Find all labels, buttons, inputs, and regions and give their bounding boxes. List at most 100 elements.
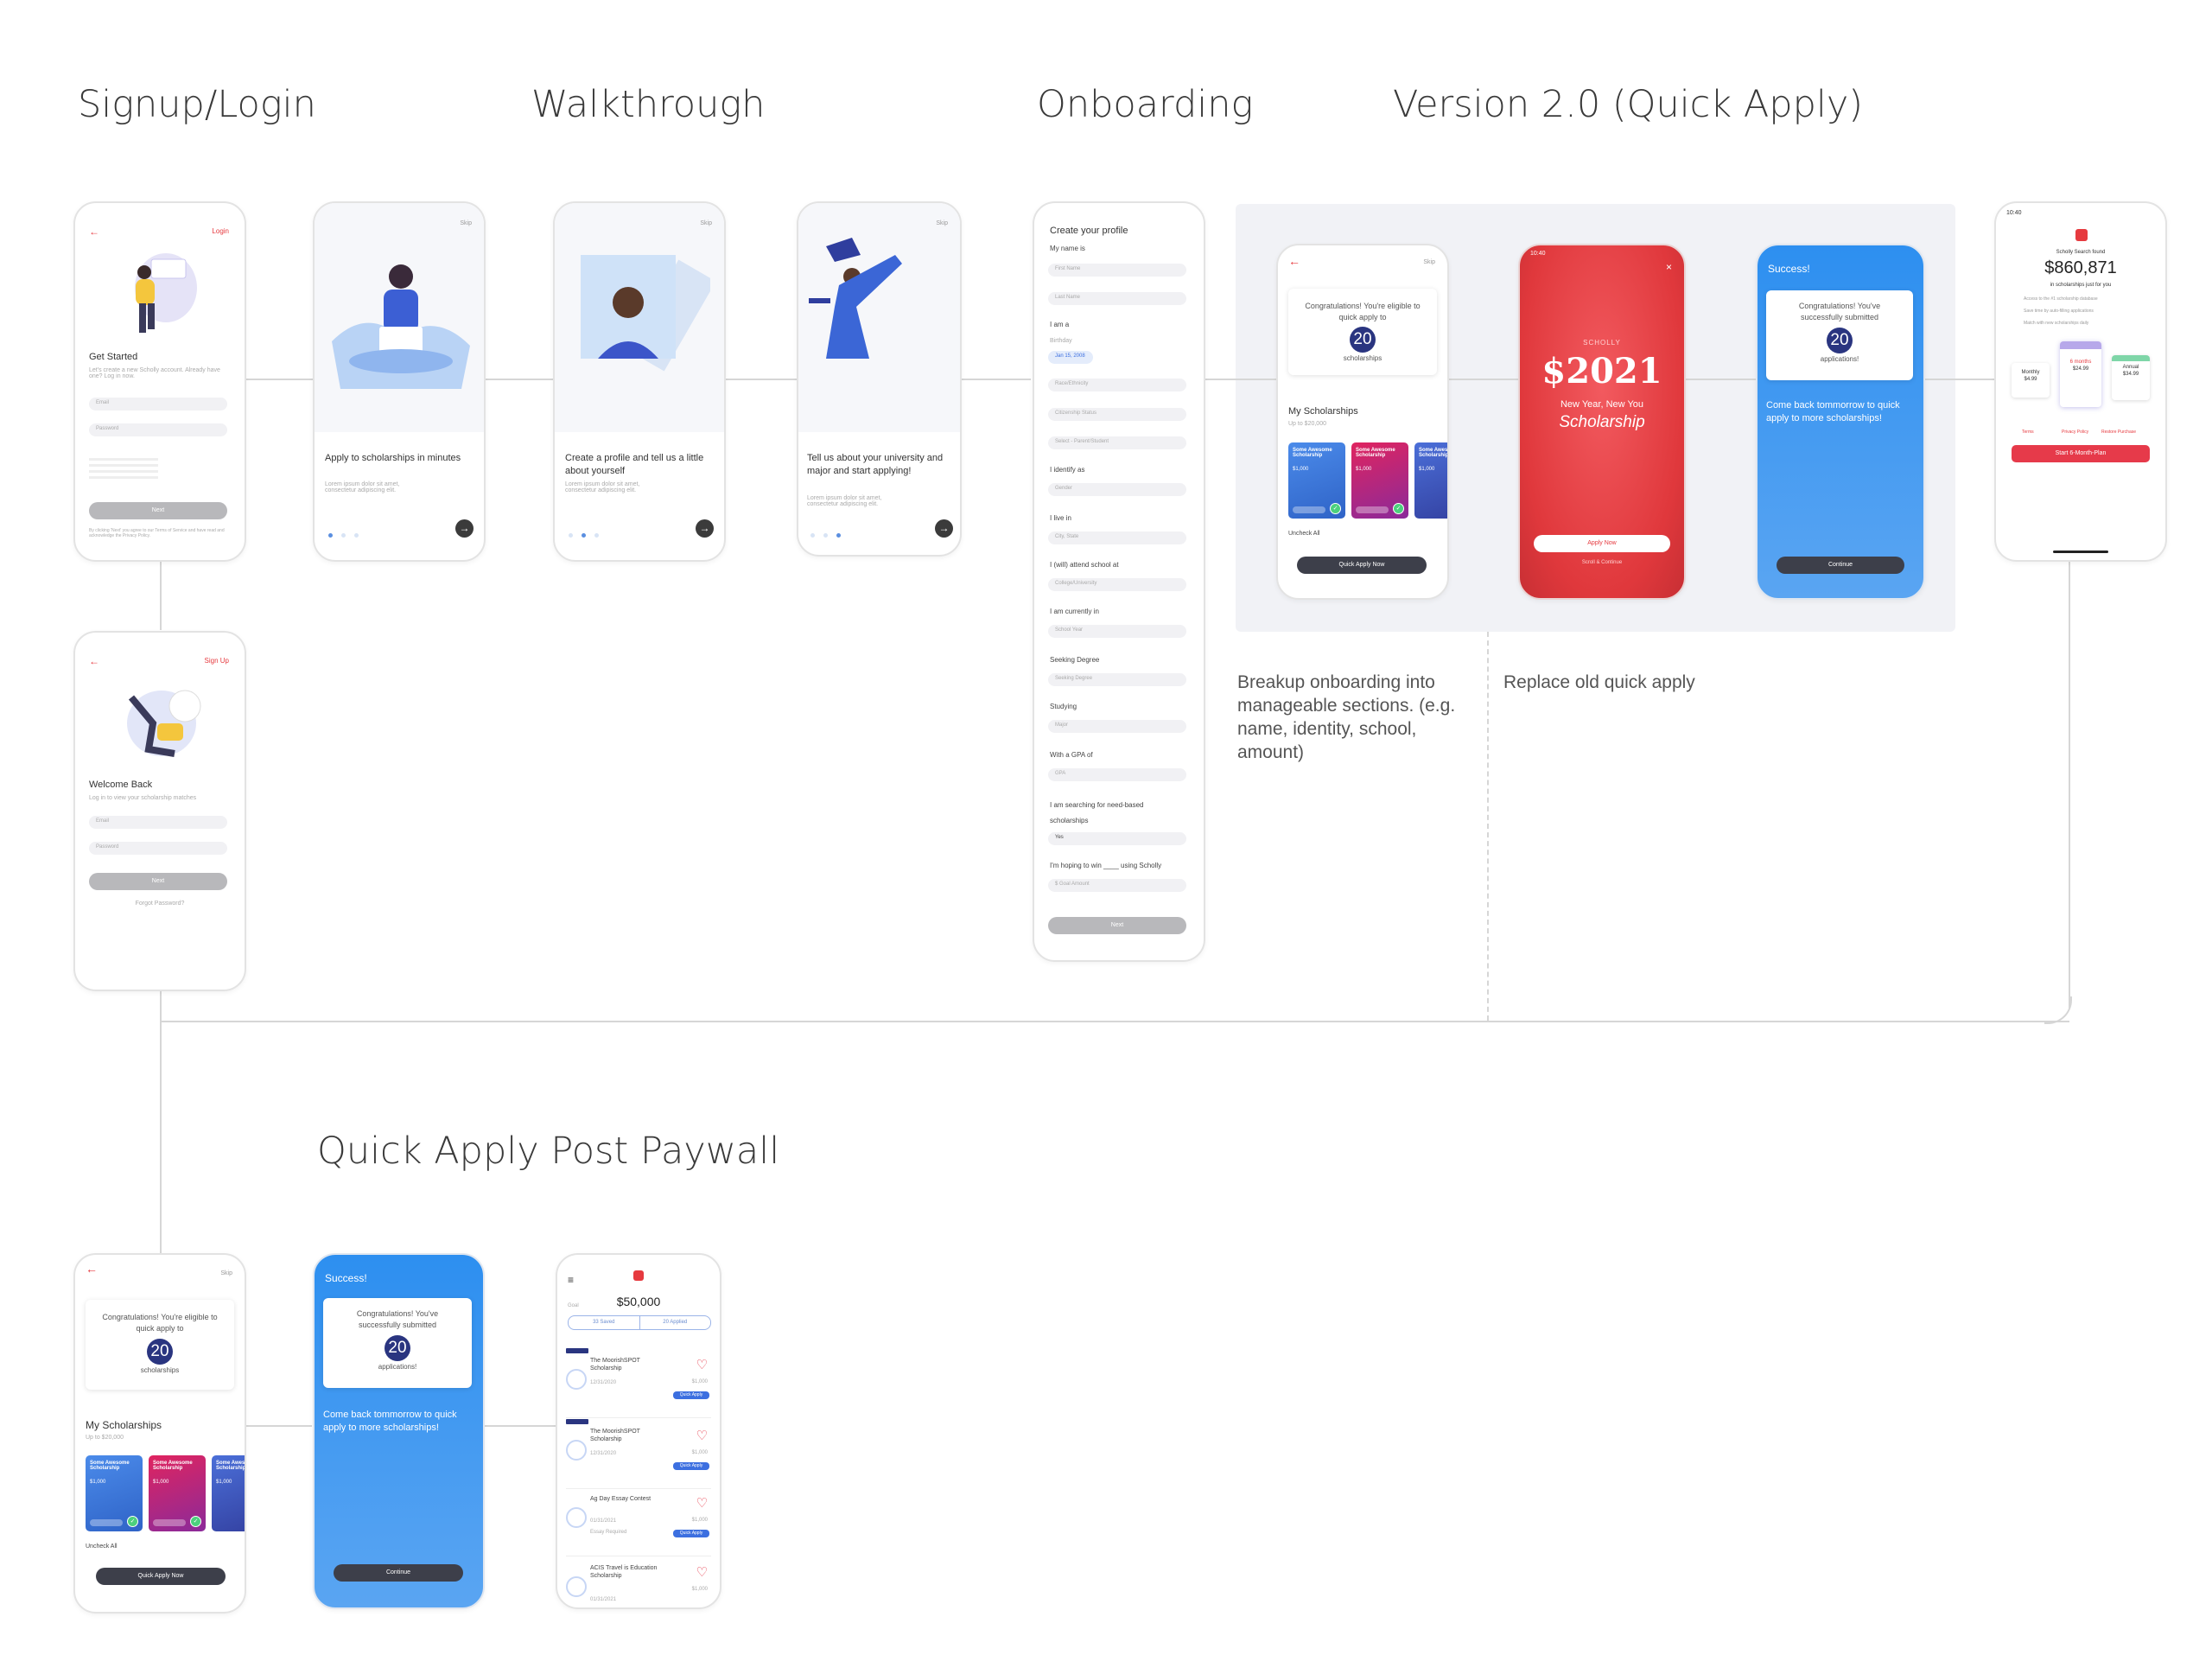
plan-monthly[interactable]: Monthly $4.99 <box>2012 363 2050 398</box>
skip-link[interactable]: Skip <box>220 1270 232 1276</box>
connector <box>1683 379 1756 380</box>
email-field[interactable]: Email <box>89 398 227 411</box>
password-rules <box>89 458 158 479</box>
terms-link[interactable]: Terms <box>2022 430 2034 435</box>
continue-button[interactable]: Continue <box>1777 557 1904 574</box>
back-arrow-icon[interactable]: ← <box>89 655 99 667</box>
city-field[interactable]: City, State <box>1048 531 1186 544</box>
forgot-password-link[interactable]: Forgot Password? <box>135 901 185 907</box>
race-field[interactable]: Race/Ethnicity <box>1048 379 1186 391</box>
phone-post-success: Success! Congratulations! You've success… <box>313 1253 485 1609</box>
skip-link[interactable]: Skip <box>700 220 712 226</box>
list-item[interactable]: Ag Day Essay Contest 01/31/2021 Essay Re… <box>566 1486 711 1556</box>
goal-amount-field[interactable]: $ Goal Amount <box>1048 879 1186 892</box>
label-seeking: Seeking Degree <box>1050 656 1100 664</box>
label-studying: Studying <box>1050 703 1077 710</box>
heart-icon[interactable]: ♡ <box>696 1496 708 1511</box>
apply-now-button[interactable]: Apply Now <box>1534 535 1670 552</box>
plan-6-months[interactable]: 6 months $24.99 <box>2060 341 2101 407</box>
signup-link[interactable]: Sign Up <box>204 657 229 665</box>
phone-walkthrough-3: Skip Tell us about your university and m… <box>797 201 962 557</box>
tab-applied[interactable]: 20 Applied <box>663 1320 688 1325</box>
gpa-field[interactable]: GPA <box>1048 768 1186 781</box>
scholarship-card[interactable]: Some Awesome Scholarship$1,000 <box>212 1455 245 1531</box>
scholarship-card[interactable]: Some Awesome Scholarship$1,000✓ <box>1288 442 1345 519</box>
quick-apply-button[interactable]: Quick Apply Now <box>1297 557 1427 574</box>
next-button[interactable]: Next <box>1048 917 1186 934</box>
heart-icon[interactable]: ♡ <box>696 1358 708 1372</box>
privacy-link[interactable]: Privacy Policy <box>2062 430 2089 435</box>
success-count: 20 <box>1827 328 1853 353</box>
eligible-unit: scholarships <box>140 1366 180 1374</box>
college-field[interactable]: College/University <box>1048 578 1186 591</box>
list-item[interactable]: The MoorishSPOT Scholarship 12/31/2020 ♡… <box>566 1348 711 1418</box>
birthday-field[interactable]: Jan 15, 2008 <box>1048 351 1093 364</box>
scholarship-card[interactable]: Some Awesome Scholarship$1,000✓ <box>1351 442 1408 519</box>
promo-year: $2021 <box>1541 351 1662 391</box>
password-field[interactable]: Password <box>89 423 227 436</box>
profile-title: Create your profile <box>1050 226 1128 236</box>
skip-link[interactable]: Skip <box>460 220 472 226</box>
restore-link[interactable]: Restore Purchase <box>2101 430 2137 435</box>
skip-link[interactable]: Skip <box>1423 259 1435 265</box>
plan-annual[interactable]: Annual $34.99 <box>2112 355 2150 400</box>
continue-link[interactable]: Scroll & Continue <box>1581 560 1623 565</box>
scholarship-card[interactable]: Some Awesome Scholarship$1,000✓ <box>86 1455 143 1531</box>
found-sub: in scholarships just for you <box>2050 283 2112 288</box>
phone-post-quick-apply: ← Skip Congratulations! You're eligible … <box>73 1253 246 1614</box>
list-item[interactable]: The MoorishSPOT Scholarship 12/31/2020 ♡… <box>566 1419 711 1489</box>
home-indicator <box>2053 551 2108 553</box>
uncheck-all-link[interactable]: Uncheck All <box>1288 531 1320 537</box>
major-field[interactable]: Major <box>1048 720 1186 733</box>
walkthrough-title: Tell us about your university and major … <box>807 453 944 476</box>
quick-apply-chip[interactable]: Quick Apply <box>673 1391 709 1399</box>
quick-apply-chip[interactable]: Quick Apply <box>673 1530 709 1537</box>
scholarship-card[interactable]: Some Awesome Scholarship$1,000 <box>1414 442 1447 519</box>
comeback-text: Come back tommorrow to quick apply to mo… <box>1766 400 1900 423</box>
section-title-version2: Version 2.0 (Quick Apply) <box>1393 83 1864 126</box>
next-button[interactable]: Next <box>89 873 227 890</box>
next-arrow-button[interactable]: → <box>696 519 714 538</box>
eligibility-text: Congratulations! You're eligible to quic… <box>102 1313 218 1333</box>
gender-field[interactable]: Gender <box>1048 483 1186 496</box>
terms-text: By clicking 'Next' you agree to our Term… <box>89 528 225 538</box>
heart-icon[interactable]: ♡ <box>696 1429 708 1443</box>
skip-link[interactable]: Skip <box>936 220 948 226</box>
login-link[interactable]: Login <box>212 227 229 235</box>
back-arrow-icon[interactable]: ← <box>89 226 99 238</box>
quick-apply-button[interactable]: Quick Apply Now <box>96 1568 226 1585</box>
phone-create-profile: Create your profile My name is First Nam… <box>1033 201 1205 962</box>
status-time: 10:40 <box>2006 210 2022 216</box>
eligibility-text: Congratulations! You're eligible to quic… <box>1305 302 1421 321</box>
password-field[interactable]: Password <box>89 842 227 855</box>
menu-icon[interactable]: ≡ <box>568 1274 575 1286</box>
start-plan-button[interactable]: Start 6-Month-Plan <box>2012 445 2150 462</box>
scholarship-card[interactable]: Some Awesome Scholarship$1,000✓ <box>149 1455 206 1531</box>
phone-signup: ← Login Get Started Let's create a new S… <box>73 201 246 562</box>
list-item[interactable]: ACIS Travel is Education Scholarship 01/… <box>566 1556 711 1607</box>
profile-illustration <box>581 255 710 372</box>
parent-student-field[interactable]: Select - Parent/Student <box>1048 436 1186 449</box>
quick-apply-chip[interactable]: Quick Apply <box>673 1462 709 1470</box>
uncheck-all-link[interactable]: Uncheck All <box>86 1544 118 1550</box>
tab-saved[interactable]: 33 Saved <box>569 1316 640 1329</box>
seeking-degree-field[interactable]: Seeking Degree <box>1048 673 1186 686</box>
heart-icon[interactable]: ♡ <box>696 1565 708 1580</box>
back-arrow-icon[interactable]: ← <box>86 1262 98 1276</box>
label-iam: I am a <box>1050 321 1070 328</box>
pager-dots <box>810 526 849 542</box>
next-arrow-button[interactable]: → <box>455 519 474 538</box>
next-button[interactable]: Next <box>89 502 227 519</box>
continue-button[interactable]: Continue <box>334 1564 463 1582</box>
signup-subtitle: Let's create a new Scholly account. Alre… <box>89 367 220 379</box>
back-arrow-icon[interactable]: ← <box>1288 254 1300 268</box>
email-field[interactable]: Email <box>89 816 227 829</box>
citizenship-field[interactable]: Citizenship Status <box>1048 408 1186 421</box>
label-need-based: I am searching for need-based scholarshi… <box>1050 801 1144 824</box>
next-arrow-button[interactable]: → <box>935 519 953 538</box>
need-based-field[interactable]: Yes <box>1048 832 1186 845</box>
last-name-field[interactable]: Last Name <box>1048 292 1186 305</box>
close-icon[interactable]: × <box>1665 261 1672 273</box>
first-name-field[interactable]: First Name <box>1048 264 1186 277</box>
school-year-field[interactable]: School Year <box>1048 625 1186 638</box>
